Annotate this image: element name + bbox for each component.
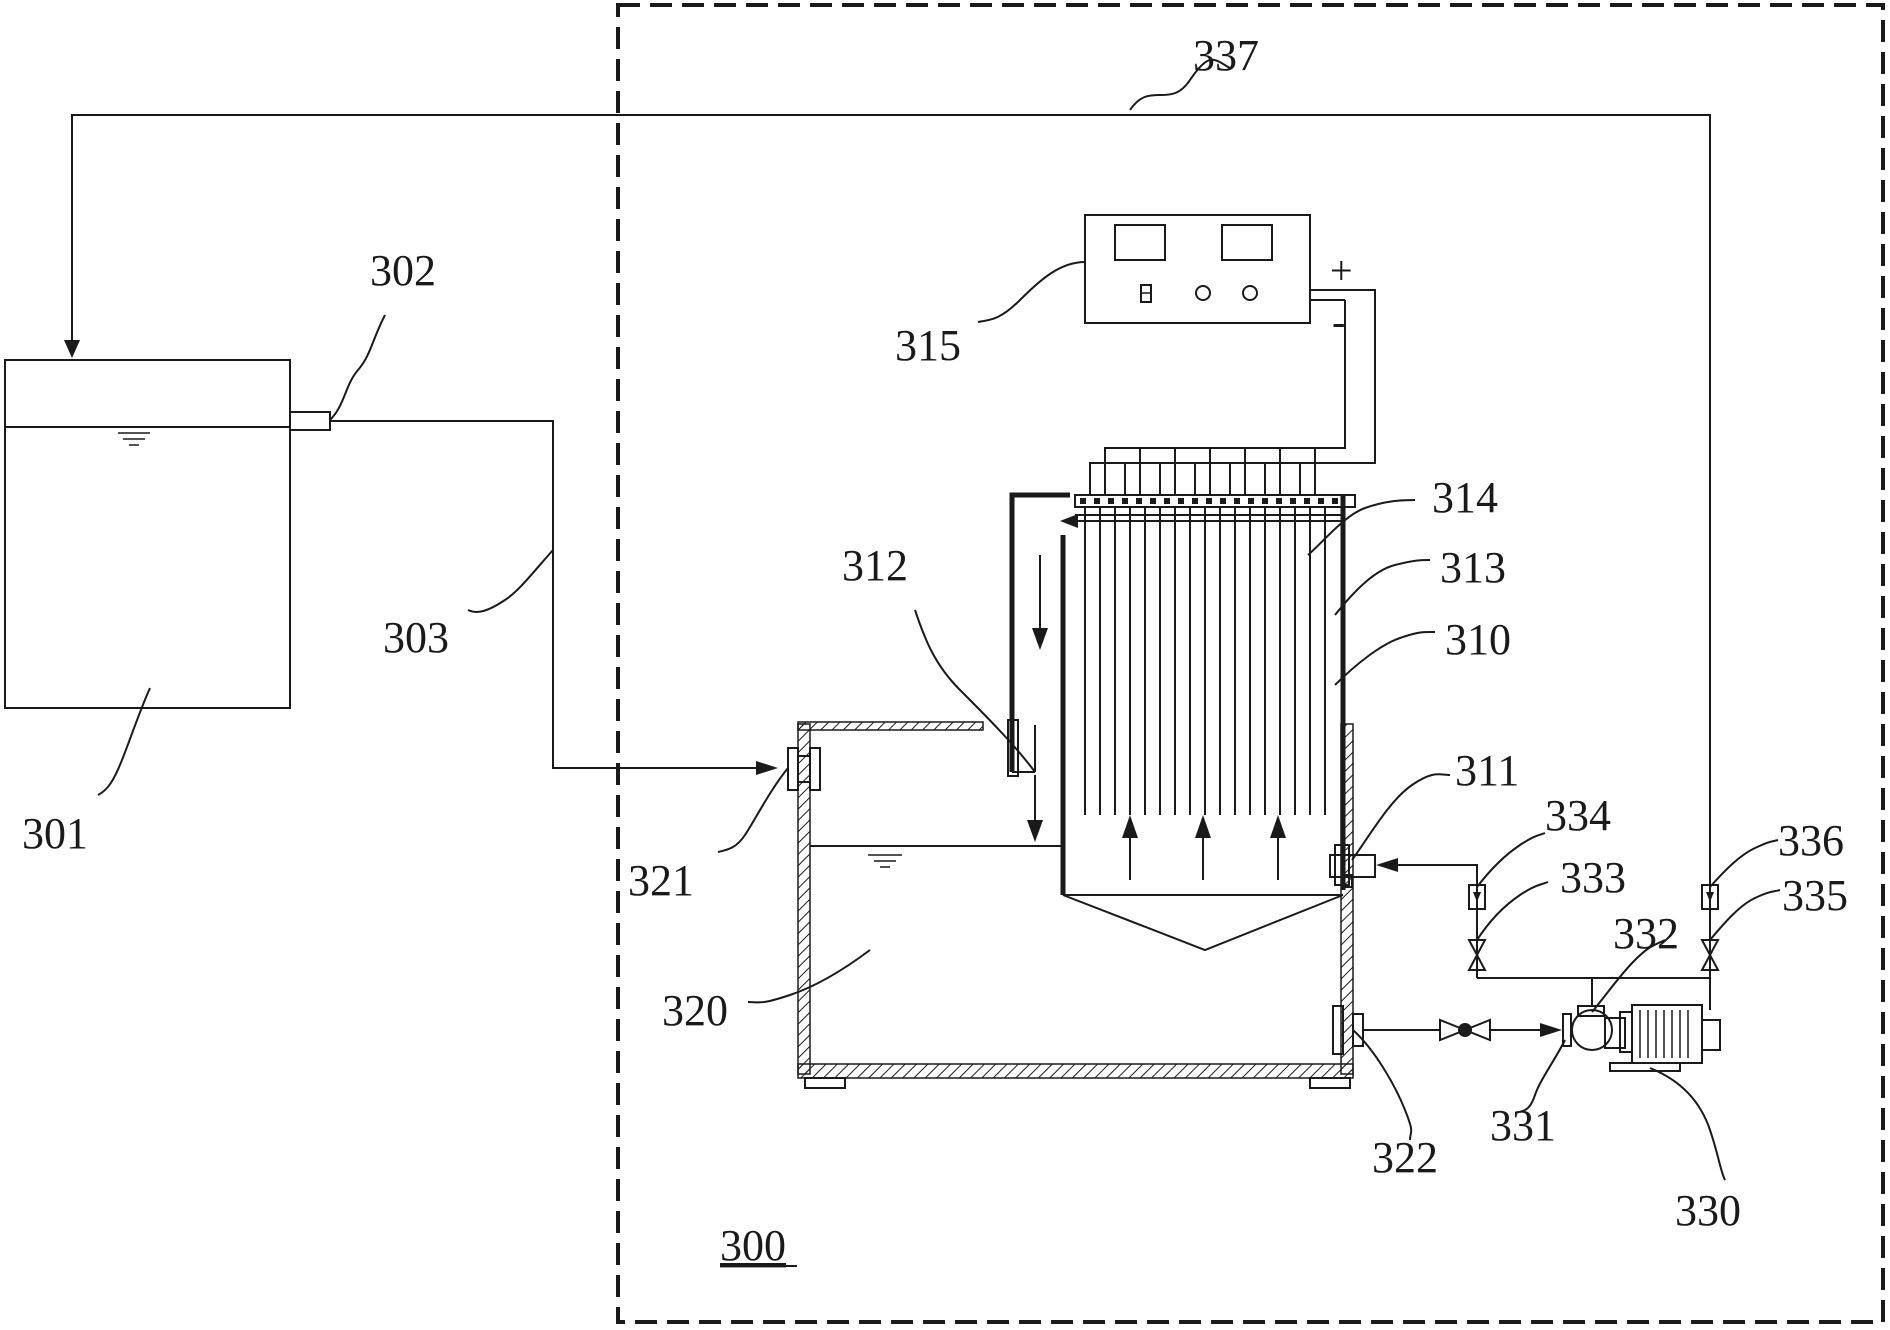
label-310: 310	[1445, 615, 1511, 664]
label-335: 335	[1782, 871, 1848, 920]
arrow-left-icon	[1060, 514, 1078, 528]
display-icon	[1114, 224, 1166, 261]
discharge-header	[1591, 977, 1710, 1006]
flow-arrows-up	[1122, 815, 1286, 880]
label-320: 320	[662, 986, 728, 1035]
label-337: 337	[1193, 31, 1259, 80]
arrow-left-icon	[1376, 858, 1398, 872]
label-301: 301	[22, 809, 88, 858]
label-334: 334	[1545, 791, 1611, 840]
label-300: 300	[720, 1221, 786, 1270]
water-level-icon	[118, 432, 150, 446]
overflow-nozzle	[289, 411, 331, 431]
branch-pipe-311	[1395, 864, 1478, 978]
electrode-wiring	[1089, 289, 1376, 495]
label-312: 312	[842, 541, 908, 590]
valve-icon	[1439, 1018, 1491, 1042]
feed-pipe-303	[330, 420, 758, 769]
label-330: 330	[1675, 1186, 1741, 1235]
plus-terminal-label: +	[1330, 248, 1353, 293]
return-pipe-337	[71, 114, 1711, 1010]
knob-icon	[1195, 285, 1211, 301]
knob-icon	[1242, 285, 1258, 301]
label-313: 313	[1440, 543, 1506, 592]
minus-terminal-label: -	[1332, 299, 1345, 344]
flowmeter-334	[1468, 884, 1486, 910]
reactor-inlet-311	[1329, 844, 1376, 888]
label-331: 331	[1490, 1101, 1556, 1150]
electrode-header	[1074, 494, 1356, 508]
label-303: 303	[383, 613, 449, 662]
label-311: 311	[1455, 746, 1519, 795]
display-icon	[1221, 224, 1273, 261]
water-level-icon	[868, 854, 902, 868]
system-boundary	[616, 3, 1885, 1324]
label-302: 302	[370, 246, 436, 295]
leader-lines	[97, 58, 1781, 1181]
reactor-310	[1007, 492, 1346, 952]
label-314: 314	[1432, 473, 1498, 522]
flow-arrows-down	[1027, 555, 1048, 842]
label-321: 321	[628, 856, 694, 905]
power-supply-315	[1084, 214, 1345, 324]
label-336: 336	[1778, 816, 1844, 865]
label-333: 333	[1560, 853, 1626, 902]
label-332: 332	[1613, 909, 1679, 958]
arrow-right-icon	[756, 761, 778, 775]
pump-330	[1562, 1004, 1721, 1072]
reaction-tank	[797, 721, 1354, 1089]
label-322: 322	[1372, 1133, 1438, 1182]
electrode-plates-314	[1084, 507, 1326, 815]
label-315: 315	[895, 321, 961, 370]
flowmeter-336	[1701, 884, 1719, 910]
electrode-clamps	[1080, 498, 1338, 504]
arrow-right-icon	[1540, 1023, 1562, 1037]
arrow-down-icon	[64, 340, 80, 358]
source-tank	[4, 359, 291, 709]
